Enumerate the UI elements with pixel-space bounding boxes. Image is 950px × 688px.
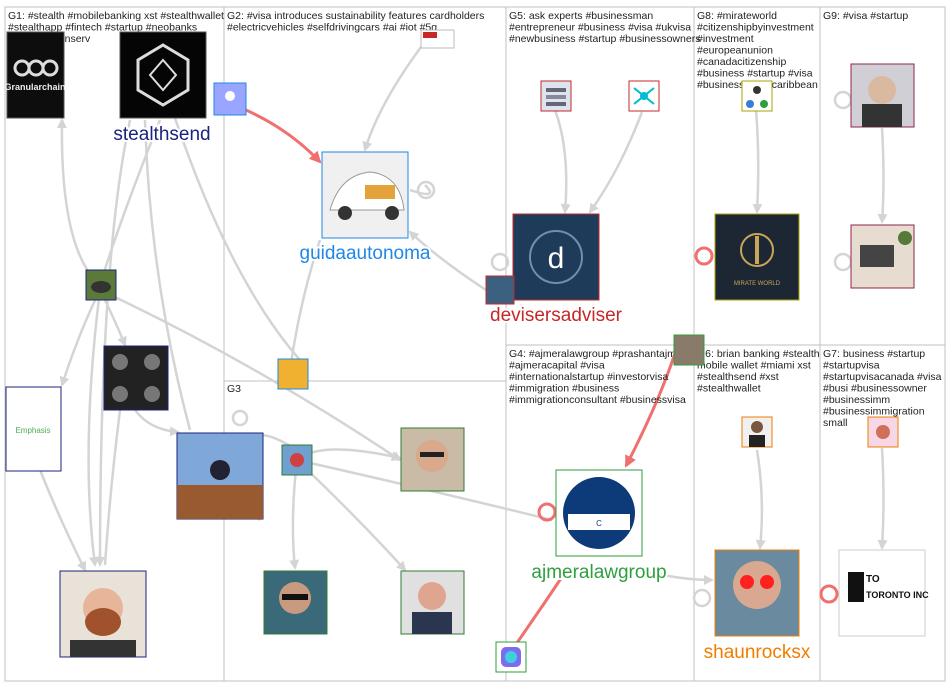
ajmera-logo-mark: C	[596, 519, 602, 528]
node-stealthsend[interactable]	[119, 31, 207, 119]
group-label-g8: G8: #mirateworld #citizenshipbyinvestmen…	[697, 10, 818, 91]
node-g9-desk[interactable]	[850, 224, 915, 289]
node-g3-suit[interactable]	[400, 570, 465, 635]
node-devisers-small[interactable]	[485, 275, 515, 305]
node-label-devisersadviser: devisersadviser	[490, 305, 623, 326]
group-label-g2: G2: #visa introduces sustainability feat…	[227, 10, 487, 34]
node-g4-app[interactable]	[495, 641, 527, 673]
node-guidaautonoma[interactable]	[321, 151, 409, 239]
node-news-thumb[interactable]	[420, 29, 455, 49]
node-g9-man[interactable]	[850, 63, 915, 128]
group-label-g5: G5: ask experts #businessman #entreprene…	[509, 10, 700, 45]
group-box-g7	[819, 344, 946, 682]
node-emphasis[interactable]: Emphasis	[5, 386, 62, 472]
gray-edges	[38, 34, 888, 608]
node-network-icon[interactable]	[628, 80, 660, 112]
node-shaunrocksx[interactable]	[714, 549, 800, 637]
group-label-g3: G3	[227, 383, 241, 395]
toronto-logo-text: TORONTO INC	[866, 590, 929, 600]
group-label-g6: G6: brian banking #stealth mobile wallet…	[697, 348, 823, 395]
group-boxes	[4, 6, 946, 682]
granularchain-logo-text: Granularchain	[4, 82, 65, 92]
node-g7-avatar[interactable]	[867, 416, 899, 448]
node-g3-glasses[interactable]	[400, 427, 465, 492]
group-box-g3	[223, 380, 507, 682]
node-small-avatar[interactable]	[213, 82, 247, 116]
node-man-beard[interactable]	[59, 570, 147, 658]
node-devisersadviser[interactable]: d	[512, 213, 600, 301]
mirate-logo-text: MIRATE WORLD	[734, 281, 781, 287]
node-label-guidaautonoma: guidaautonoma	[300, 243, 431, 264]
node-mirateworld[interactable]: MIRATE WORLD	[714, 213, 800, 301]
node-granularchain[interactable]: Granularchain	[4, 31, 66, 119]
node-books-icon[interactable]	[540, 80, 572, 112]
node-label-shaunrocksx: shaunrocksx	[704, 642, 811, 663]
node-g2-cartoon[interactable]	[277, 358, 309, 390]
node-elephant[interactable]	[85, 269, 117, 301]
devisers-logo-d: d	[548, 242, 565, 275]
node-g4-small[interactable]	[673, 334, 705, 366]
group-label-g9: G9: #visa #startup	[823, 10, 908, 22]
emphasis-logo-text: Emphasis	[15, 426, 50, 435]
node-g6-suit[interactable]	[741, 416, 773, 448]
group-labels: G1: #stealth #mobilebanking xst #stealth…	[8, 10, 944, 429]
node-ajmeralawgroup[interactable]: C	[555, 469, 643, 557]
node-g3-sunglasses[interactable]	[263, 570, 328, 635]
toronto-to-text: TO	[866, 574, 880, 585]
node-g3-cap[interactable]	[281, 444, 313, 476]
group-label-g4: G4: #ajmeralawgroup #prashantajmera #ajm…	[509, 348, 694, 406]
node-totoronto[interactable]: TO TORONTO INC	[838, 549, 929, 637]
node-mirate-small[interactable]	[741, 80, 773, 112]
node-label-ajmeralawgroup: ajmeralawgroup	[531, 562, 666, 583]
node-label-stealthsend: stealthsend	[113, 124, 210, 145]
group-label-g7: G7: business #startup #startupvisa #star…	[823, 348, 944, 429]
node-photo-winter[interactable]	[176, 432, 264, 520]
node-mirror-grid[interactable]	[103, 345, 169, 411]
